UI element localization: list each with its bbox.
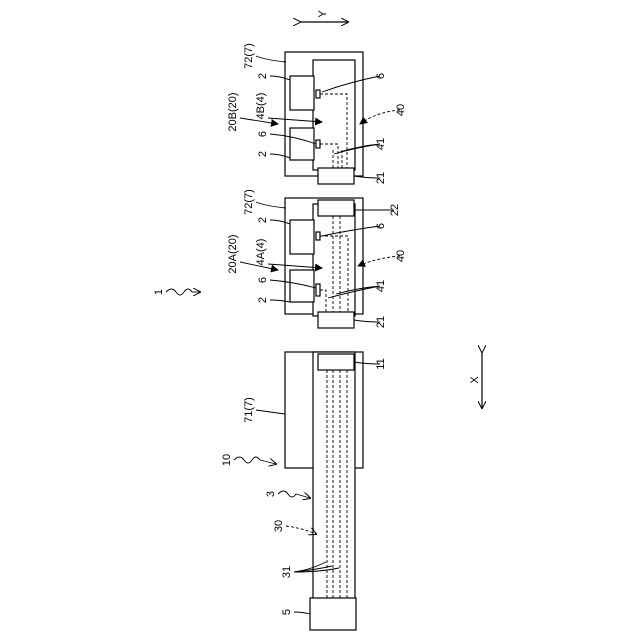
y-axis-label: Y [317,10,329,18]
label-2-upper-b: 2 [257,73,269,79]
connector-11 [318,354,354,370]
label-2-lower-b: 2 [257,151,269,157]
module-4b [313,60,355,170]
part-2-lower-a [290,270,314,302]
sensor-6-lower-b [316,140,320,148]
base-unit-10: 71(7) 11 10 3 30 31 5 [221,352,387,630]
label-40-a: 40 [395,250,407,262]
label-71: 71(7) [243,397,255,423]
part-2-upper-b [290,76,314,110]
module-4a [313,204,355,316]
label-3: 3 [265,491,277,497]
label-72a: 72(7) [243,189,255,215]
label-40-b: 40 [395,104,407,116]
label-2-lower-a: 2 [257,297,269,303]
connector-21-a [318,312,354,328]
x-axis-indicator: X [469,352,482,408]
part-2-upper-a [290,220,314,254]
label-10: 10 [221,454,233,466]
unit-20b: 72(7) 2 20B(20) 4B(4) 6 40 6 41 2 21 [227,43,407,184]
sensor-6-upper-a [316,232,320,240]
part-2-lower-b [290,128,314,160]
sensor-6-lower-a [316,284,320,296]
label-72b: 72(7) [243,43,255,69]
x-axis-label: X [469,376,481,384]
sensor-6-upper-b [316,90,320,98]
connector-21-b [318,168,354,184]
label-4b: 4B(4) [255,93,267,120]
system-callout: 1 [153,289,200,295]
label-20a: 20A(20) [227,234,239,273]
part-22 [318,200,354,216]
unit-20a: 72(7) 2 20A(20) 4A(4) 22 6 40 6 41 2 21 [227,189,407,328]
system-label: 1 [153,289,165,295]
label-6-lower-b: 6 [257,131,269,137]
label-4a: 4A(4) [255,239,267,266]
label-20b: 20B(20) [227,92,239,131]
label-5: 5 [281,609,293,615]
label-6-lower-a: 6 [257,277,269,283]
y-axis-indicator: Y [300,10,348,22]
connector-5 [310,598,356,630]
label-31: 31 [281,566,293,578]
label-30: 30 [273,520,285,532]
cable-3 [313,352,355,600]
label-2-upper-a: 2 [257,217,269,223]
label-6-upper-b: 6 [375,73,387,79]
